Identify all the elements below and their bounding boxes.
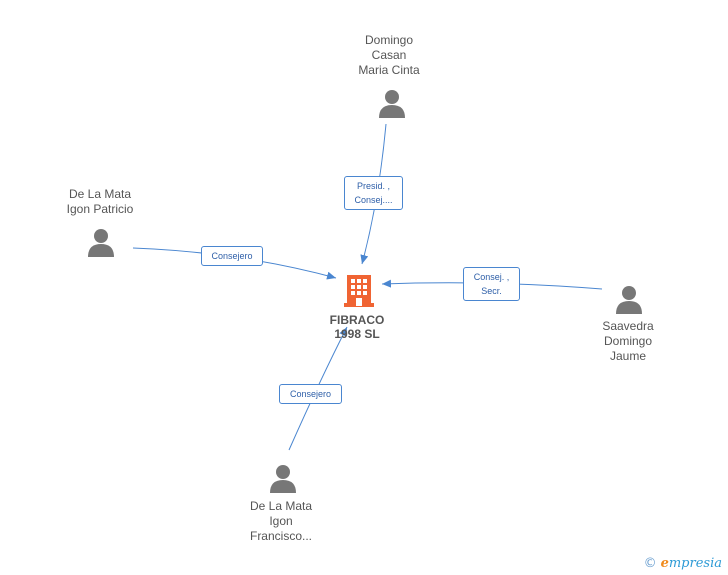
person-icon[interactable] [268, 463, 298, 493]
empresia-logo[interactable]: ©empresia [644, 556, 722, 571]
person-name-saavedra[interactable]: Saavedra Domingo Jaume [602, 319, 654, 363]
person-name-delamata-patricio[interactable]: De La Mata Igon Patricio [66, 187, 134, 216]
person-name-domingo[interactable]: Domingo Casan Maria Cinta [358, 33, 420, 77]
edge-label-delamata-patricio[interactable]: Consejero [201, 246, 263, 266]
person-icon[interactable] [86, 227, 116, 257]
edge-label-delamata-francisco[interactable]: Consejero [279, 384, 342, 404]
person-icon[interactable] [377, 88, 407, 118]
edge-label-saavedra[interactable]: Consej. , Secr. [463, 267, 520, 301]
person-name-delamata-francisco[interactable]: De La Mata Igon Francisco... [249, 499, 313, 543]
company-name[interactable]: FIBRACO 1998 SL [329, 313, 385, 341]
edge-label-domingo[interactable]: Presid. , Consej.... [344, 176, 403, 210]
copyright-symbol: © [643, 556, 657, 571]
building-icon[interactable] [343, 273, 375, 307]
person-icon[interactable] [614, 284, 644, 314]
brand-name: mpresia [668, 556, 722, 571]
brand-initial: e [660, 556, 669, 571]
